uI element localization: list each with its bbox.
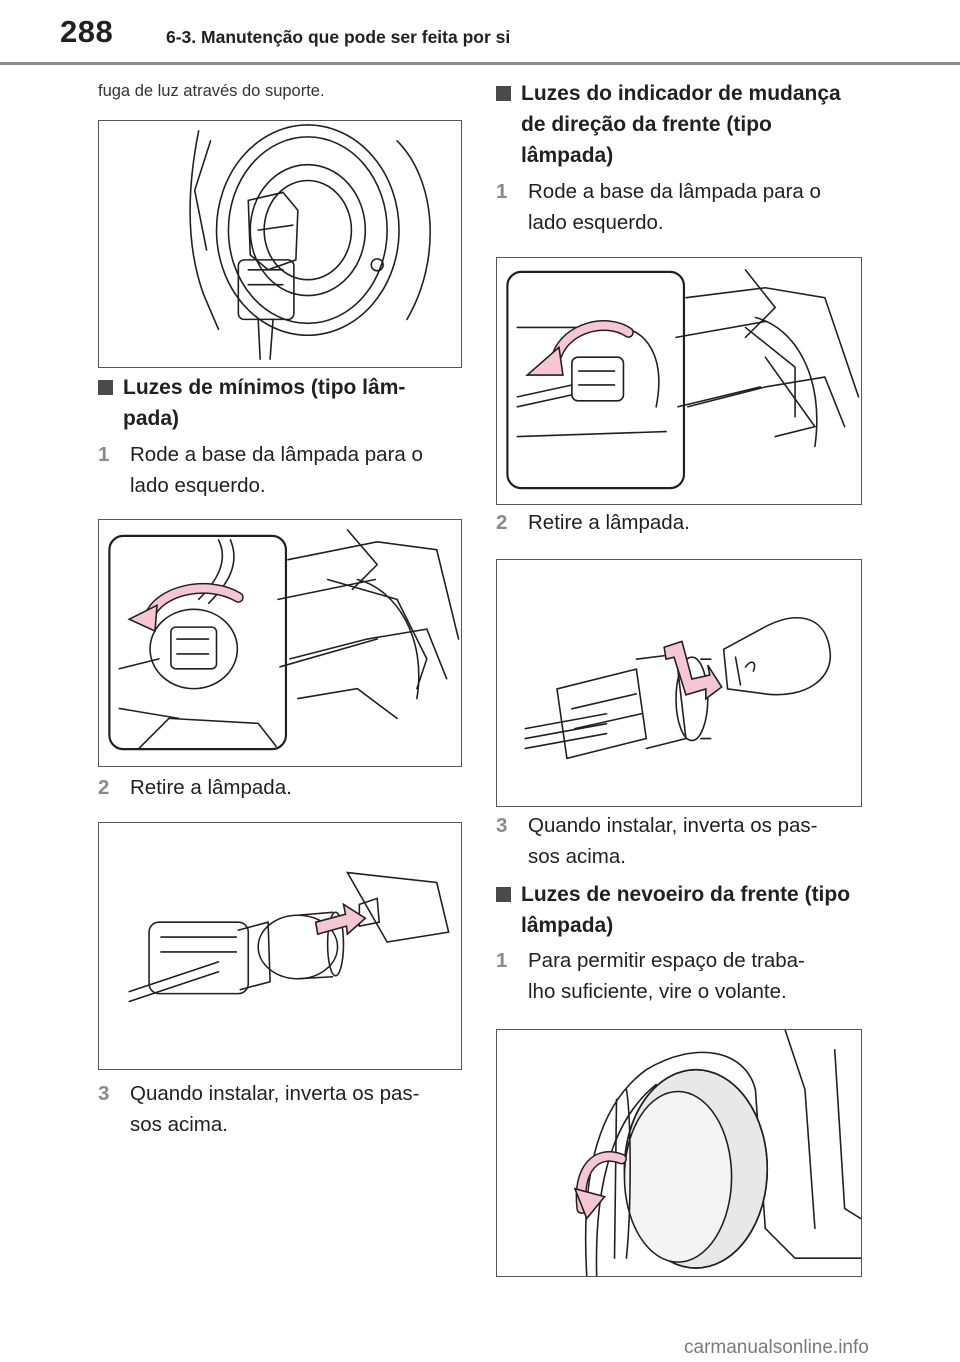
square-bullet-icon xyxy=(496,887,511,902)
watermark: carmanualsonline.info xyxy=(684,1337,869,1358)
continuation-text: fuga de luz através do suporte. xyxy=(98,82,325,100)
step-turn-1: 1 Rode a base da lâmpada para o lado esq… xyxy=(496,180,821,234)
figure-turn-rotate-base xyxy=(496,257,862,505)
step-parking-1: 1 Rode a base da lâmpada para o lado esq… xyxy=(98,443,423,497)
page-header: 288 6-3. Manutenção que pode ser feita p… xyxy=(0,0,960,68)
step-turn-2: 2 Retire a lâmpada. xyxy=(496,511,690,534)
step-parking-3: 3 Quando instalar, inverta os pas- sos a… xyxy=(98,1082,420,1136)
page-number: 288 xyxy=(60,14,114,49)
heading-parking-lights: Luzes de mínimos (tipo lâm- pada) xyxy=(98,372,462,434)
heading-front-fog-light: Luzes de nevoeiro da frente (tipo lâmpad… xyxy=(496,879,862,941)
figure-turn-remove-bulb xyxy=(496,559,862,807)
step-turn-3: 3 Quando instalar, inverta os pas- sos a… xyxy=(496,814,818,868)
figure-fog-turn-wheel xyxy=(496,1029,862,1277)
square-bullet-icon xyxy=(98,380,113,395)
step-parking-2: 2 Retire a lâmpada. xyxy=(98,776,292,799)
header-rule xyxy=(0,62,960,65)
square-bullet-icon xyxy=(496,86,511,101)
step-fog-1: 1 Para permitir espaço de traba- lho suf… xyxy=(496,949,805,1003)
figure-headlight-bulb-removed xyxy=(98,120,462,368)
figure-parking-remove-bulb xyxy=(98,822,462,1070)
section-title: 6-3. Manutenção que pode ser feita por s… xyxy=(166,27,511,47)
heading-front-turn-signal: Luzes do indicador de mudança de direção… xyxy=(496,78,862,171)
figure-parking-rotate-base xyxy=(98,519,462,767)
